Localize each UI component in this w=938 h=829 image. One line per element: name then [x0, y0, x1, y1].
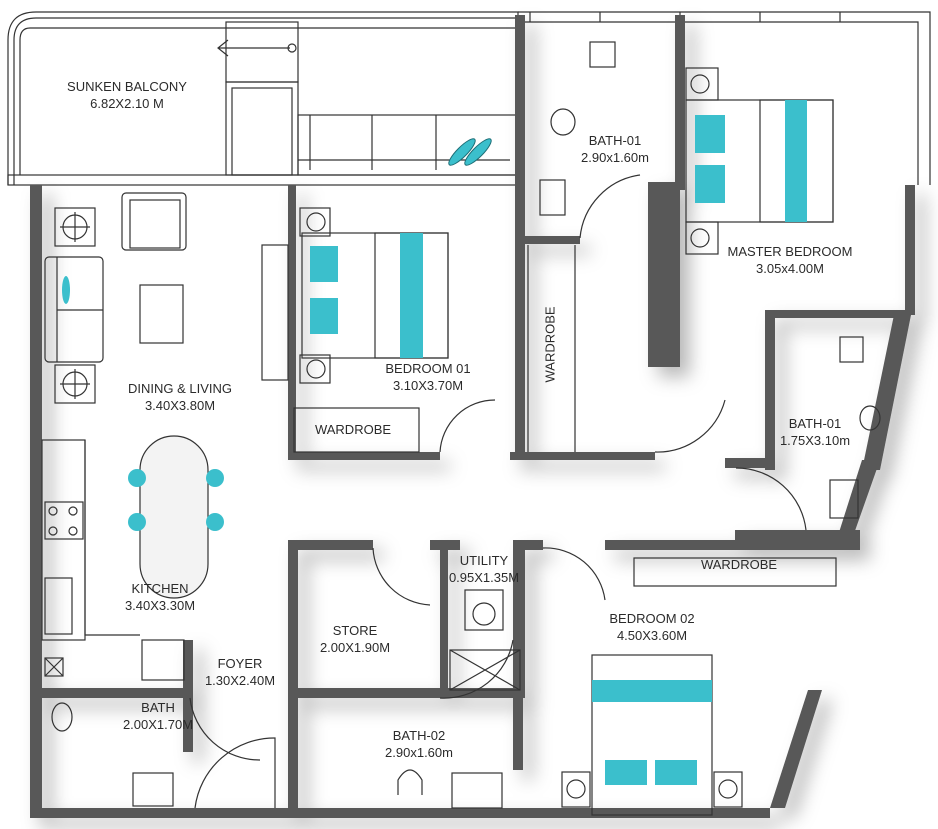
room-size: 3.10X3.70M	[392, 378, 464, 393]
pillow-icon	[695, 115, 725, 153]
room-size: 2.90x1.60m	[581, 150, 649, 165]
room-size: 2.90x1.60m	[385, 745, 453, 760]
accent-fills	[62, 100, 807, 785]
room-size: 6.82X2.10 M	[90, 96, 164, 111]
room-name: UTILITY	[459, 553, 509, 568]
furniture	[41, 41, 881, 816]
room-name: SUNKEN BALCONY	[67, 79, 187, 94]
room-name: FOYER	[217, 656, 263, 671]
room-name: WARDROBE	[314, 422, 392, 437]
room-label-bath-02: BATH-02 2.90x1.60m	[385, 727, 453, 761]
room-label-wardrobe-bedroom-02: WARDROBE	[701, 556, 777, 573]
room-name: BEDROOM 02	[609, 611, 695, 626]
room-label-wardrobe-mid: WARDROBE	[543, 306, 558, 382]
room-label-utility: UTILITY 0.95X1.35M	[449, 552, 519, 586]
room-size: 0.95X1.35M	[448, 570, 520, 585]
room-label-wardrobe-bedroom-01: WARDROBE	[315, 421, 391, 438]
room-name: STORE	[332, 623, 378, 638]
room-size: 2.00X1.70M	[122, 717, 194, 732]
room-size: 1.30X2.40M	[204, 673, 276, 688]
balcony-plant-icon	[448, 138, 492, 166]
room-label-bath-01-top: BATH-01 2.90x1.60m	[581, 132, 649, 166]
room-size: 2.00X1.90M	[319, 640, 391, 655]
room-label-foyer: FOYER 1.30X2.40M	[205, 655, 275, 689]
pillow-icon	[655, 760, 697, 785]
pillow-icon	[310, 246, 338, 282]
pillow-icon	[695, 165, 725, 203]
room-label-dining-living: DINING & LIVING 3.40X3.80M	[128, 380, 232, 414]
room-size: 3.05x4.00M	[756, 261, 824, 276]
room-label-kitchen: KITCHEN 3.40X3.30M	[125, 580, 195, 614]
room-size: 4.50X3.60M	[616, 628, 688, 643]
room-name: MASTER BEDROOM	[727, 244, 853, 259]
room-name: BEDROOM 01	[385, 361, 471, 376]
room-label-sunken-balcony: SUNKEN BALCONY 6.82X2.10 M	[67, 78, 187, 112]
room-size: 1.75X3.10m	[779, 433, 851, 448]
room-label-store: STORE 2.00X1.90M	[320, 622, 390, 656]
room-name: WARDROBE	[700, 557, 778, 572]
room-name: DINING & LIVING	[127, 381, 233, 396]
room-name: BATH-01	[788, 416, 842, 431]
room-name: KITCHEN	[131, 581, 189, 596]
room-name: BATH-01	[588, 133, 642, 148]
room-name: BATH	[141, 700, 175, 715]
room-label-bath: BATH 2.00X1.70M	[123, 699, 193, 733]
room-label-bedroom-02: BEDROOM 02 4.50X3.60M	[609, 610, 694, 644]
room-size: 3.40X3.30M	[124, 598, 196, 613]
room-name: BATH-02	[392, 728, 446, 743]
room-name: WARDROBE	[542, 306, 558, 383]
room-label-bedroom-01: BEDROOM 01 3.10X3.70M	[385, 360, 470, 394]
pillow-icon	[605, 760, 647, 785]
pillow-icon	[310, 298, 338, 334]
room-label-bath-01-right: BATH-01 1.75X3.10m	[780, 415, 850, 449]
room-size: 3.40X3.80M	[144, 398, 216, 413]
room-label-master-bedroom: MASTER BEDROOM 3.05x4.00M	[728, 243, 853, 277]
